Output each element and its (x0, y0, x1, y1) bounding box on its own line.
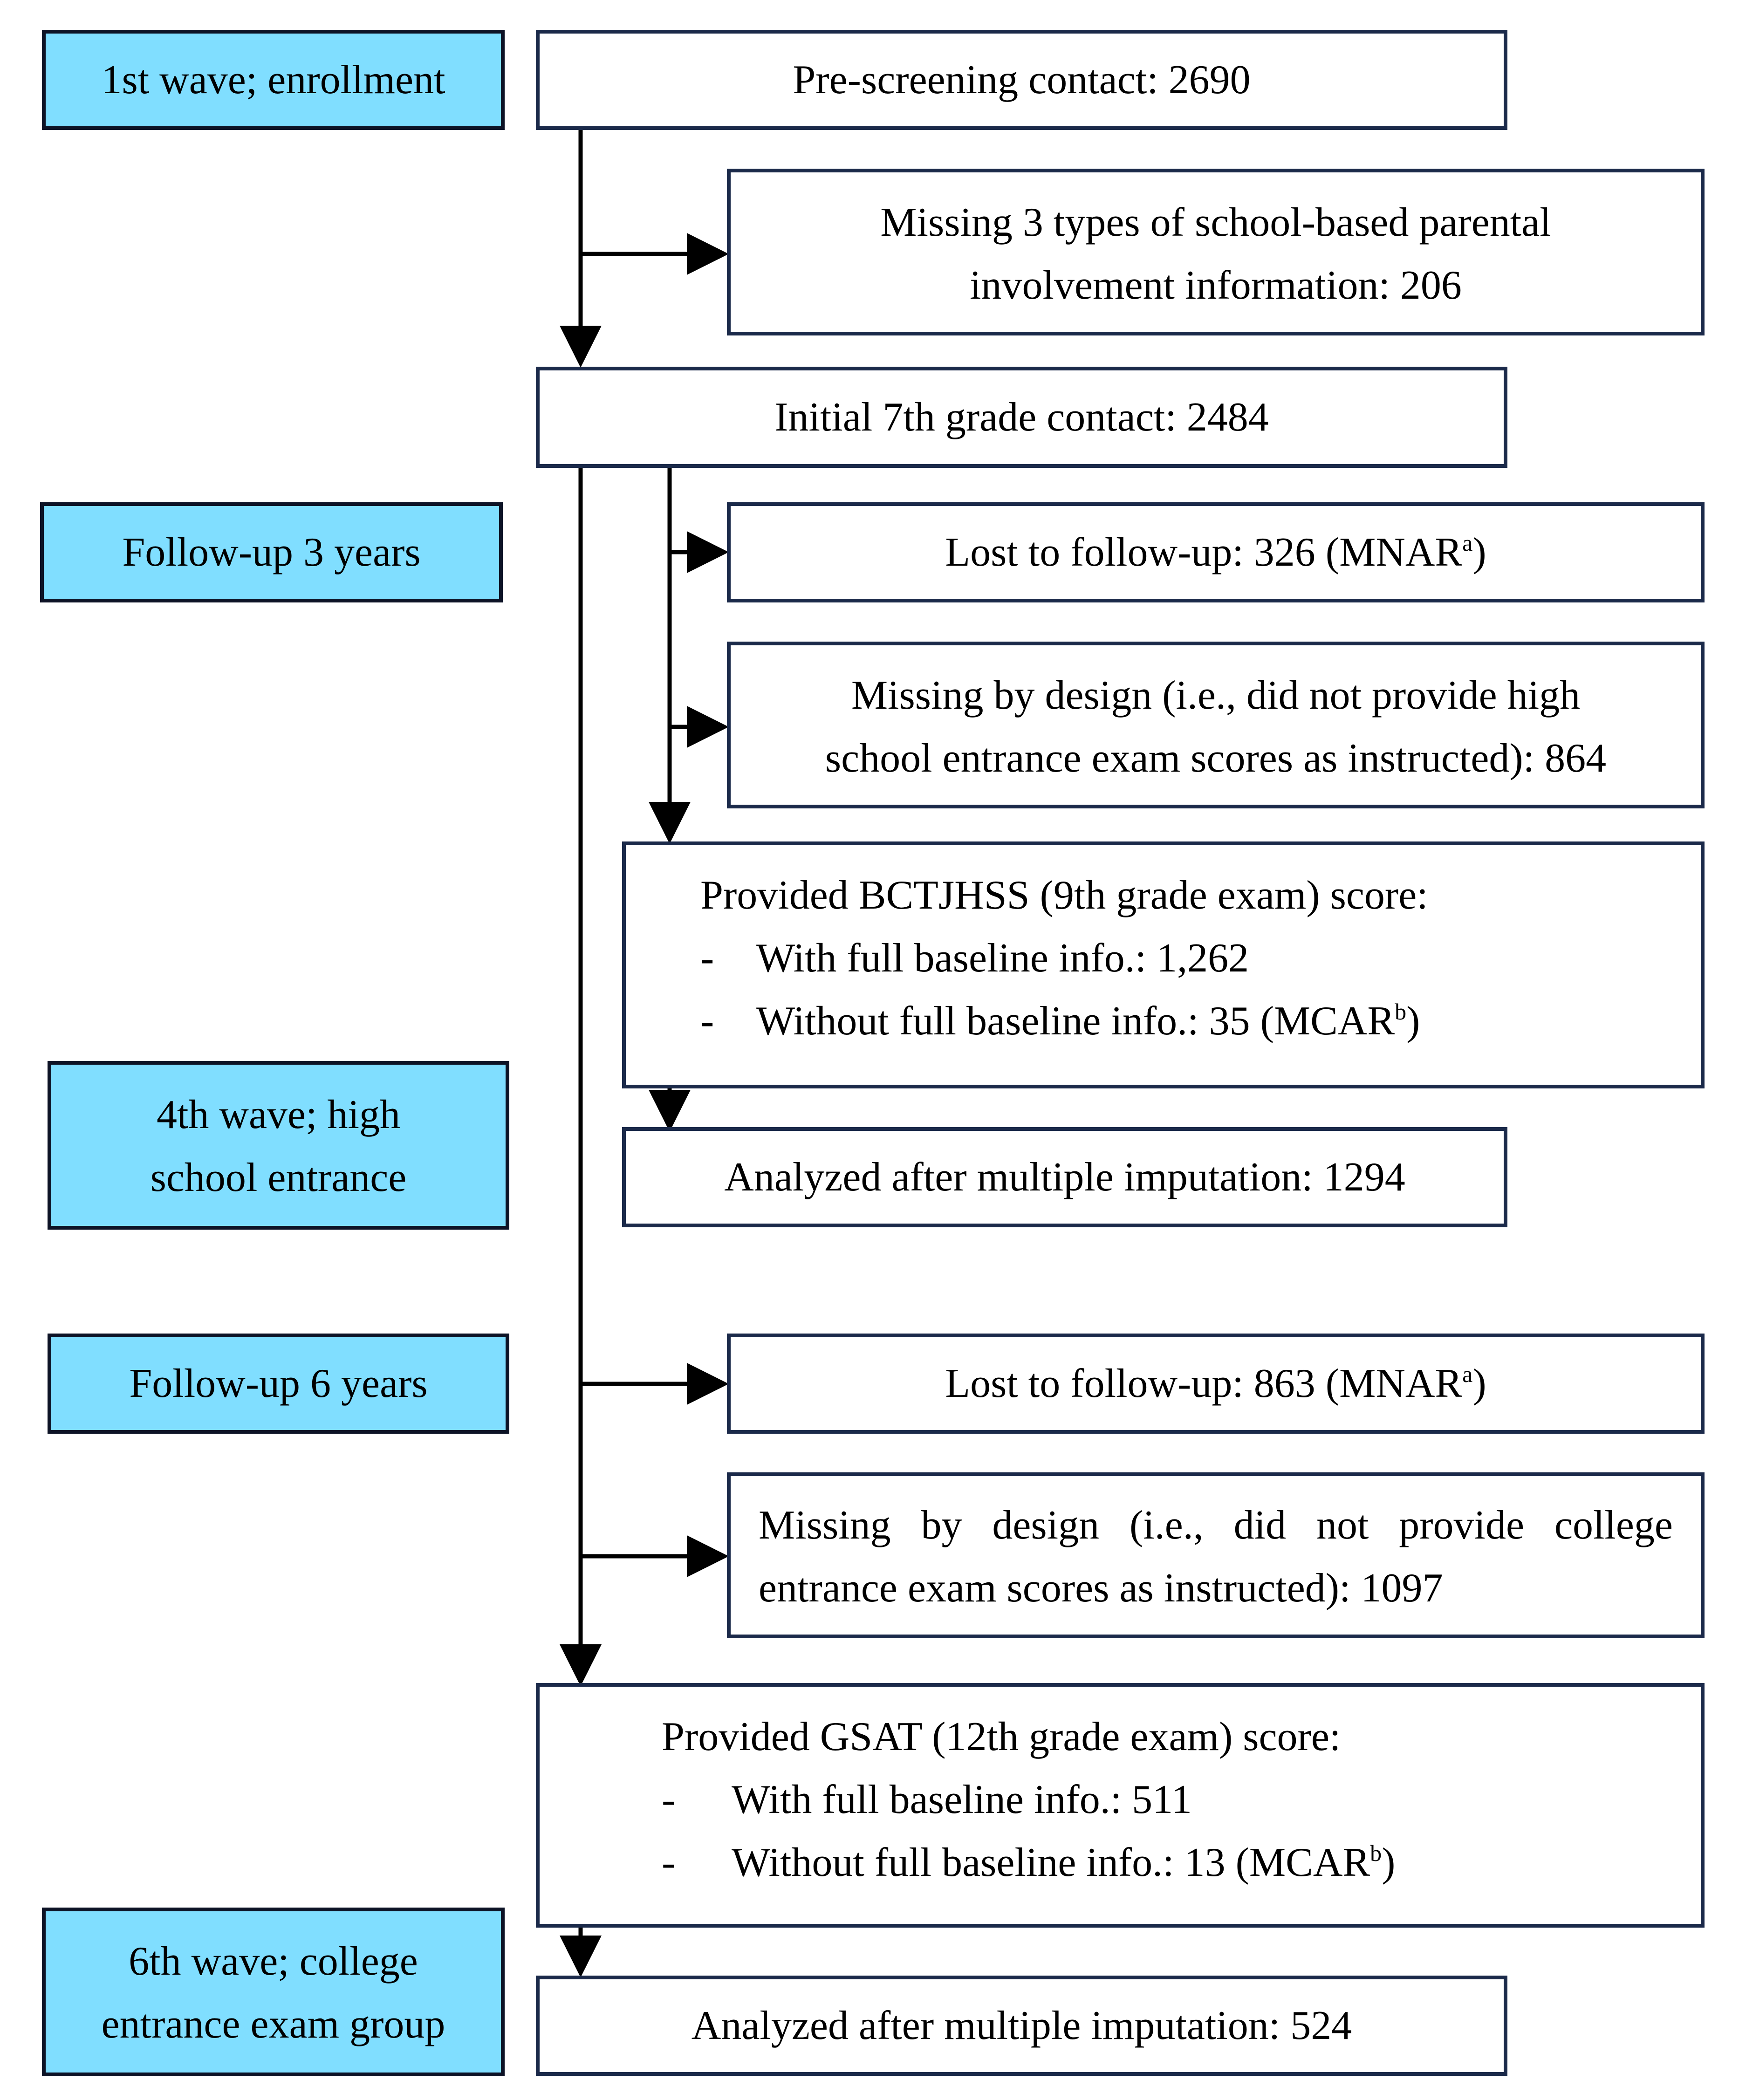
design6-line1: Missing by design (i.e., did not provide… (759, 1503, 1673, 1548)
stage-followup-3-years: Follow-up 3 years (40, 502, 503, 602)
gsat-superscript: b (1370, 1840, 1382, 1866)
bctjhss-item-full-text: With full baseline info.: 1,262 (756, 936, 1249, 981)
gsat-item-full: - With full baseline info.: 511 (662, 1768, 1701, 1831)
stage-4th-wave: 4th wave; high school entrance (48, 1061, 509, 1230)
lost3-close: ) (1472, 530, 1486, 575)
box-missing-parental-involvement: Missing 3 types of school-based parental… (727, 169, 1705, 335)
design6-line2: entrance exam scores as instructed): 109… (759, 1566, 1443, 1611)
bctjhss-item-partial-text: Without full baseline info.: 35 (MCAR (756, 999, 1395, 1044)
gsat-header-text: Provided GSAT (12th grade exam) score: (662, 1714, 1341, 1759)
bctjhss-item-partial: - Without full baseline info.: 35 (MCARb… (700, 990, 1701, 1053)
box-analyzed-1294: Analyzed after multiple imputation: 1294 (622, 1127, 1507, 1227)
stage-enrollment-label: 1st wave; enrollment (101, 57, 445, 103)
gsat-dash-2: - (662, 1840, 676, 1885)
gsat-dash-1: - (662, 1777, 676, 1822)
box-analyzed-524: Analyzed after multiple imputation: 524 (536, 1976, 1507, 2076)
lost6-text-wrap: Lost to follow-up: 863 (MNARa) (945, 1352, 1486, 1415)
lost6-text: Lost to follow-up: 863 (MNAR (945, 1361, 1463, 1406)
box-missing-by-design-6: Missing by design (i.e., did not provide… (727, 1472, 1705, 1638)
box-gsat: Provided GSAT (12th grade exam) score: -… (536, 1683, 1705, 1928)
missing-pi-line1: Missing 3 types of school-based parental (880, 200, 1551, 245)
box-lost-followup-3: Lost to follow-up: 326 (MNARa) (727, 502, 1705, 602)
stage-6th-wave-line1: 6th wave; college (129, 1939, 418, 1984)
gsat-item-full-text: With full baseline info.: 511 (732, 1777, 1192, 1822)
stage-followup-3-label: Follow-up 3 years (122, 530, 421, 575)
stage-4th-wave-line1: 4th wave; high (156, 1092, 400, 1137)
missing-pi-line2: involvement information: 206 (970, 263, 1462, 308)
gsat-item-partial-text: Without full baseline info.: 13 (MCAR (732, 1840, 1370, 1885)
box-lost-followup-6: Lost to follow-up: 863 (MNARa) (727, 1334, 1705, 1434)
bctjhss-header: Provided BCTJHSS (9th grade exam) score: (700, 864, 1701, 927)
stage-6th-wave: 6th wave; college entrance exam group (42, 1908, 505, 2076)
bctjhss-dash-1: - (700, 936, 714, 981)
analyzed1-text: Analyzed after multiple imputation: 1294 (724, 1155, 1405, 1200)
bctjhss-item-full: - With full baseline info.: 1,262 (700, 927, 1701, 990)
gsat-close: ) (1382, 1840, 1396, 1885)
bctjhss-item-partial-wrap: Without full baseline info.: 35 (MCARb) (756, 990, 1420, 1053)
stage-6th-wave-line2: entrance exam group (101, 2002, 445, 2047)
stage-4th-wave-line2: school entrance (150, 1155, 407, 1200)
lost3-superscript: a (1462, 530, 1473, 556)
gsat-header: Provided GSAT (12th grade exam) score: (662, 1705, 1701, 1768)
design3-line2: school entrance exam scores as instructe… (825, 736, 1607, 781)
lost3-text: Lost to follow-up: 326 (MNAR (945, 530, 1463, 575)
lost6-superscript: a (1462, 1361, 1473, 1387)
gsat-item-partial: - Without full baseline info.: 13 (MCARb… (662, 1831, 1701, 1894)
prescreening-text: Pre-screening contact: 2690 (793, 57, 1251, 103)
box-missing-by-design-3: Missing by design (i.e., did not provide… (727, 642, 1705, 808)
lost3-text-wrap: Lost to follow-up: 326 (MNARa) (945, 521, 1486, 584)
gsat-item-partial-wrap: Without full baseline info.: 13 (MCARb) (732, 1831, 1395, 1894)
initial-7th-text: Initial 7th grade contact: 2484 (774, 395, 1269, 440)
bctjhss-superscript: b (1395, 999, 1407, 1025)
lost6-close: ) (1472, 1361, 1486, 1406)
box-initial-7th-grade: Initial 7th grade contact: 2484 (536, 367, 1507, 468)
stage-enrollment: 1st wave; enrollment (42, 30, 505, 130)
stage-followup-6-label: Follow-up 6 years (129, 1361, 428, 1406)
analyzed2-text: Analyzed after multiple imputation: 524 (691, 2003, 1352, 2048)
box-bctjhss: Provided BCTJHSS (9th grade exam) score:… (622, 841, 1705, 1088)
bctjhss-header-text: Provided BCTJHSS (9th grade exam) score: (700, 873, 1428, 918)
box-prescreening: Pre-screening contact: 2690 (536, 30, 1507, 130)
design3-line1: Missing by design (i.e., did not provide… (851, 673, 1581, 718)
stage-followup-6-years: Follow-up 6 years (48, 1334, 509, 1434)
bctjhss-dash-2: - (700, 999, 714, 1044)
bctjhss-close: ) (1406, 999, 1420, 1044)
